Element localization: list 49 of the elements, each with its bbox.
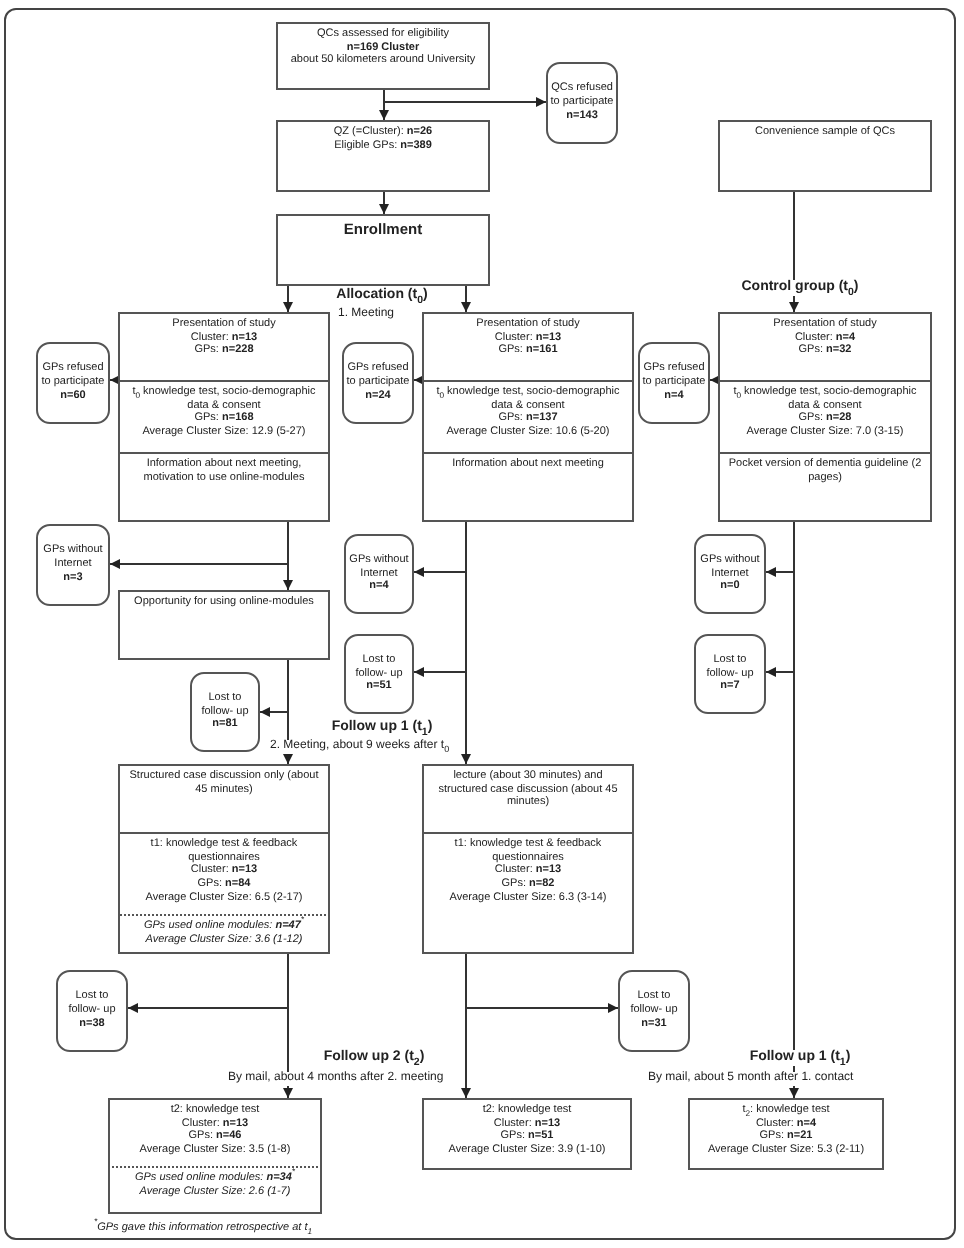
rounded-box [344,534,414,614]
process-box [118,590,330,660]
arrow [789,191,799,313]
process-box [108,1098,322,1166]
rounded-box [694,534,766,614]
rounded-box [546,62,618,144]
process-box [422,452,634,522]
arrow [259,659,289,717]
arrow [765,521,795,677]
rounded-box [618,970,690,1052]
arrow [413,521,467,677]
process-box [276,22,490,90]
process-box [718,380,932,454]
arrow [465,953,619,1013]
process-box [276,214,490,286]
process-box [422,380,634,454]
rounded-box [190,672,260,752]
process-box [118,380,330,454]
process-box [718,120,932,192]
rounded-box [694,634,766,714]
arrow [413,375,424,385]
rounded-box [638,342,710,424]
process-box [108,1166,322,1214]
process-box [718,312,932,382]
process-box [422,832,634,954]
process-box [118,312,330,382]
process-box [422,312,634,382]
rounded-box [36,342,110,424]
arrow [383,89,547,107]
process-box [118,914,330,954]
process-box [688,1098,884,1170]
rounded-box [342,342,414,424]
arrow [379,191,389,215]
process-box [118,764,330,834]
process-box [422,764,634,834]
arrow [109,375,120,385]
process-box [718,452,932,522]
process-box [276,120,490,192]
process-box [118,832,330,914]
arrow [709,375,720,385]
arrow [283,285,293,313]
arrow [127,953,289,1013]
arrow [109,521,289,569]
arrow [461,285,471,313]
rounded-box [56,970,128,1052]
process-box [422,1098,632,1170]
process-box [118,452,330,522]
rounded-box [36,524,110,606]
rounded-box [344,634,414,714]
